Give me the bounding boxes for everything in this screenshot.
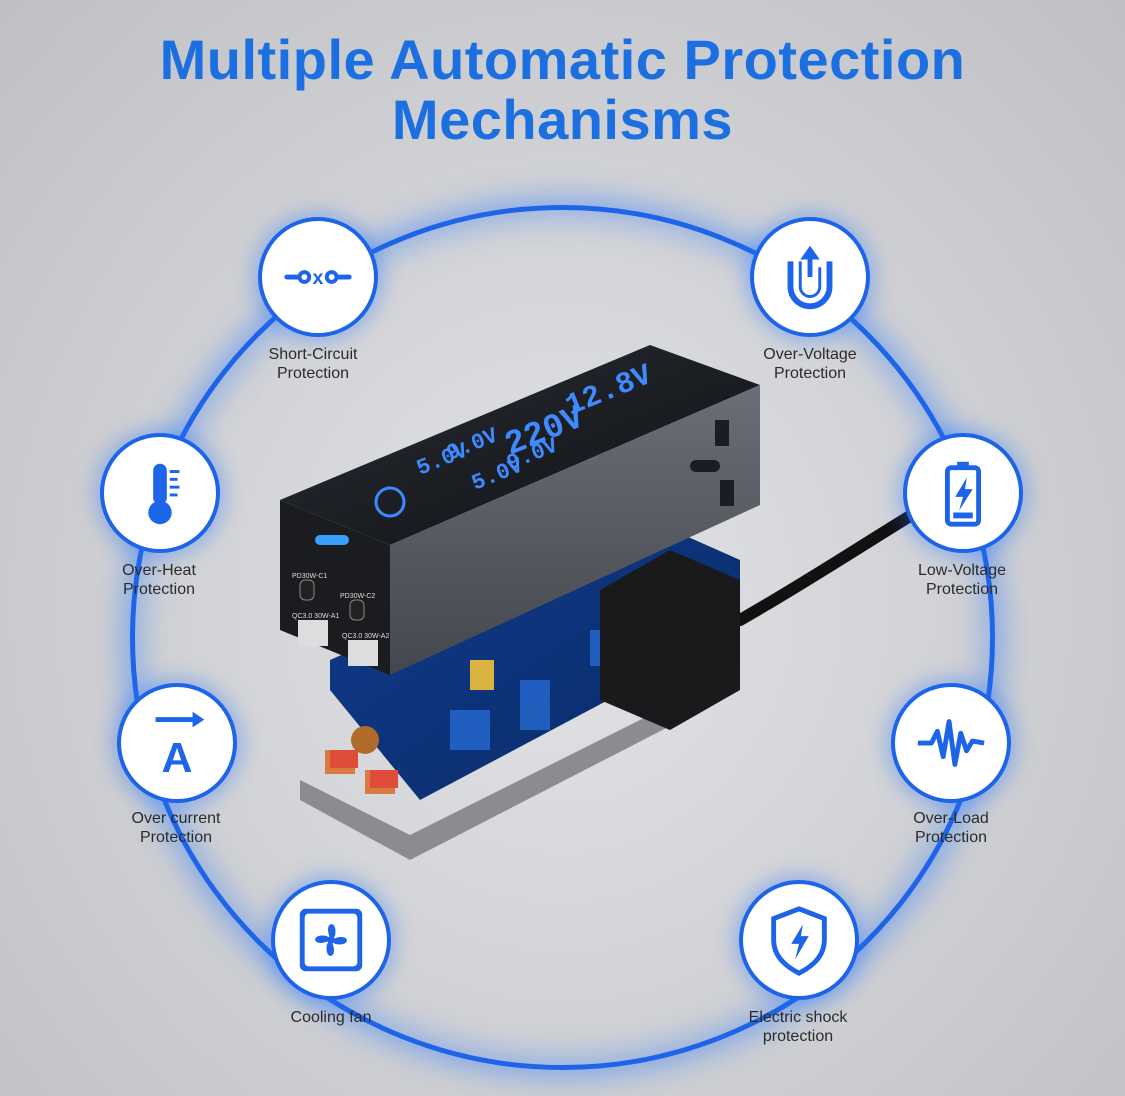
short-circuit-icon: x [284, 267, 352, 289]
over-voltage-icon [787, 245, 833, 310]
shield-lightning-icon [771, 906, 827, 976]
protection-ring [130, 205, 995, 1070]
over-current-badge: A [117, 683, 237, 803]
port-c2-label: PD30W-C2 [340, 593, 375, 600]
electric-shock-badge [739, 880, 859, 1000]
battery-low-icon [944, 461, 982, 527]
waveform-icon [917, 719, 985, 767]
thermometer-icon [148, 463, 180, 525]
cooling-fan-label: Cooling fan [290, 1009, 372, 1026]
port-a1-label: QC3.0 30W-A1 [292, 613, 339, 620]
over-load-badge [891, 683, 1011, 803]
svg-text:x: x [313, 267, 324, 289]
over-heat-badge [100, 433, 220, 553]
port-c1-label: PD30W-C1 [292, 573, 327, 580]
current-icon: A [155, 711, 205, 782]
page-title-line-2: Mechanisms [391, 88, 734, 151]
port-a2-label: QC3.0 30W-A2 [342, 633, 389, 640]
page-title-line-1: Multiple Automatic Protection [159, 28, 966, 91]
svg-text:A: A [162, 734, 193, 782]
low-voltage-badge [903, 433, 1023, 553]
short-circuit-badge: x [258, 217, 378, 337]
inverter-device-image: 12.8V 220V 9.0V 9.0V 5.0V 5.0V PD30W-C1 … [280, 345, 926, 860]
cooling-fan-badge [271, 880, 391, 1000]
fan-icon [299, 908, 363, 972]
over-voltage-badge [750, 217, 870, 337]
